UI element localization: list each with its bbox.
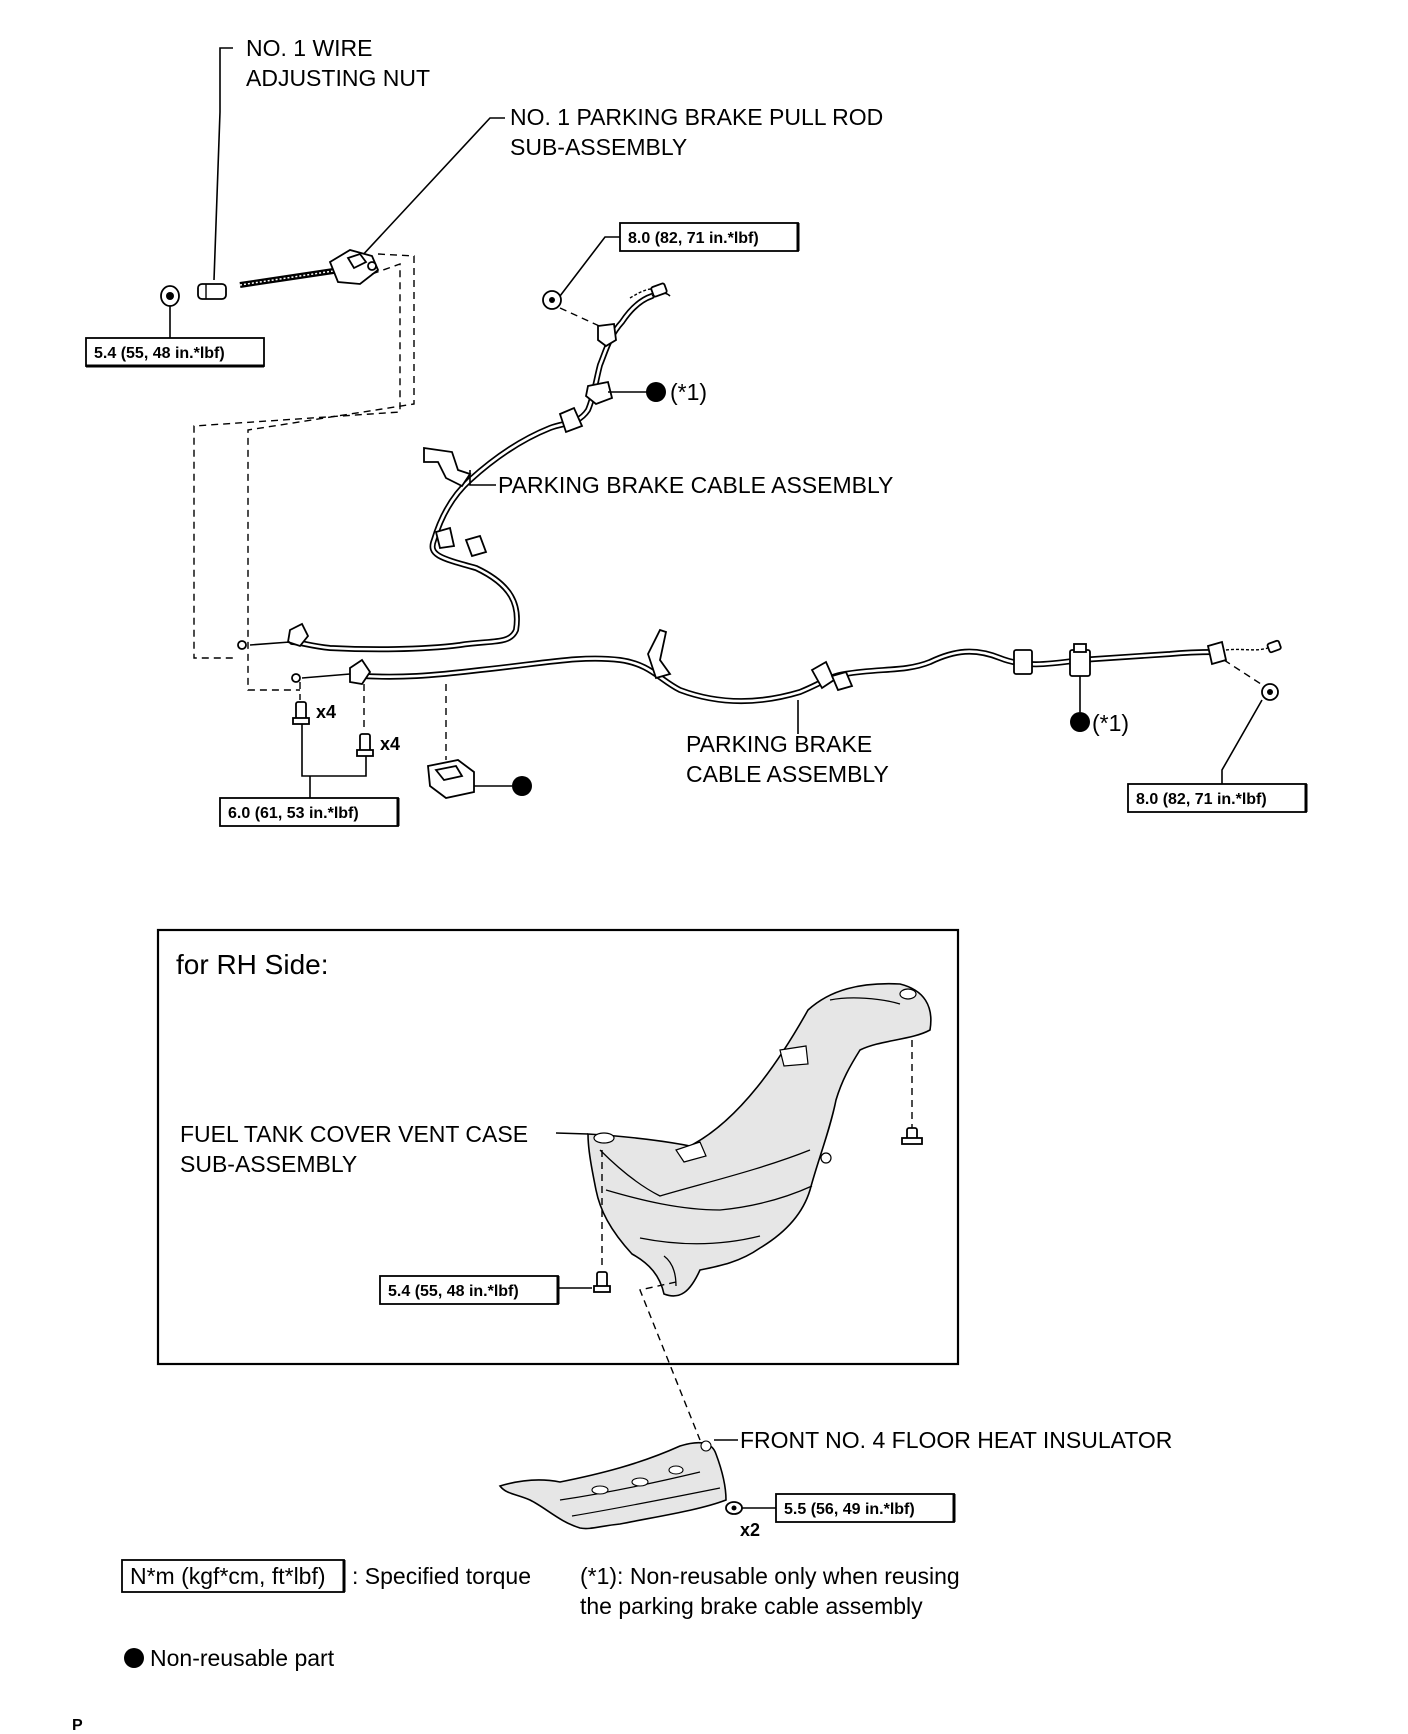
legend-nonreusable-dot-icon — [124, 1648, 144, 1668]
legend-nonreusable-text: Non-reusable part — [150, 1645, 335, 1671]
torque-top-cable-text: 8.0 (82, 71 in.*lbf) — [628, 230, 759, 247]
rh-side-title: for RH Side: — [176, 949, 329, 980]
torque-right-cable-text: 8.0 (82, 71 in.*lbf) — [1136, 791, 1267, 808]
qty-x4-right: x4 — [380, 734, 400, 754]
top-cable-bolt-icon — [542, 290, 562, 310]
legend-note-line2: the parking brake cable assembly — [580, 1593, 923, 1619]
top-bolt-dash — [559, 307, 609, 331]
qty-x4-left: x4 — [316, 702, 336, 722]
wire-adjusting-nut-callout: NO. 1 WIRE ADJUSTING NUT — [213, 35, 430, 281]
nut-icon — [160, 285, 180, 307]
nonreusable-dot-icon-3 — [512, 776, 532, 796]
wire-nut-label-line1: NO. 1 WIRE — [246, 35, 373, 61]
pull-rod-dashed-guides — [193, 253, 415, 691]
vent-case-icon — [587, 982, 932, 1297]
upper-cable-callout: PARKING BRAKE CABLE ASSEMBLY — [469, 470, 893, 498]
heat-insulator-icon — [498, 1440, 727, 1530]
pull-rod-label-line2: SUB-ASSEMBLY — [510, 134, 687, 160]
upper-cable — [237, 282, 671, 653]
legend-torque-desc: : Specified torque — [352, 1563, 531, 1589]
right-bolt-dash — [1223, 659, 1265, 687]
pull-rod-icon — [239, 249, 380, 288]
torque-vent-case-text: 5.4 (55, 48 in.*lbf) — [388, 1283, 519, 1300]
nonreusable-mark-upper: (*1) — [608, 379, 707, 405]
vent-case-label-line2: SUB-ASSEMBLY — [180, 1151, 357, 1177]
torque-box-right-cable: 8.0 (82, 71 in.*lbf) — [1127, 699, 1308, 813]
qty-x2: x2 — [740, 1520, 760, 1540]
bracket-bolts-group: x4 x4 — [292, 682, 400, 798]
bolt-icon — [292, 701, 310, 725]
vent-right-bolt — [901, 1040, 923, 1145]
vent-case-callout: FUEL TANK COVER VENT CASE SUB-ASSEMBLY — [180, 1121, 589, 1177]
legend-torque-box — [121, 1559, 345, 1593]
nonreusable-dot-icon — [646, 382, 666, 402]
note-ref-upper: (*1) — [670, 379, 707, 405]
torque-box-pull-rod-nut: 5.4 (55, 48 in.*lbf) — [85, 306, 265, 368]
cable-clip-icon — [427, 684, 532, 799]
torque-pull-rod-nut-text: 5.4 (55, 48 in.*lbf) — [94, 345, 225, 362]
vent-left-bolt — [593, 1150, 611, 1293]
torque-box-bracket-bolts: 6.0 (61, 53 in.*lbf) — [219, 797, 400, 827]
lower-cable-label-line2: CABLE ASSEMBLY — [686, 761, 889, 787]
bolt-icon-2 — [356, 733, 374, 757]
heat-insulator-label: FRONT NO. 4 FLOOR HEAT INSULATOR — [740, 1427, 1172, 1453]
nonreusable-mark-lower: (*1) — [1070, 676, 1129, 736]
upper-cable-label: PARKING BRAKE CABLE ASSEMBLY — [498, 472, 893, 498]
adjusting-nut-icon — [197, 283, 227, 300]
torque-box-vent-case: 5.4 (55, 48 in.*lbf) — [379, 1275, 592, 1305]
lower-cable — [291, 628, 1282, 705]
right-cable-bolt-icon — [1261, 683, 1279, 701]
pull-rod-label-line1: NO. 1 PARKING BRAKE PULL ROD — [510, 104, 883, 130]
lower-cable-label-line1: PARKING BRAKE — [686, 731, 872, 757]
corner-mark: P — [72, 1717, 83, 1734]
vent-to-insulator-dash — [639, 1281, 701, 1441]
wire-nut-label-line2: ADJUSTING NUT — [246, 65, 430, 91]
pull-rod-callout: NO. 1 PARKING BRAKE PULL ROD SUB-ASSEMBL… — [359, 104, 883, 259]
note-ref-lower: (*1) — [1092, 710, 1129, 736]
torque-insulator-nut-text: 5.5 (56, 49 in.*lbf) — [784, 1501, 915, 1518]
insulator-nut-group: x2 5.5 (56, 49 in.*lbf) — [725, 1493, 956, 1540]
legend-torque-unit: N*m (kgf*cm, ft*lbf) — [130, 1563, 326, 1589]
legend-note-line1: (*1): Non-reusable only when reusing — [580, 1563, 960, 1589]
torque-box-top-cable: 8.0 (82, 71 in.*lbf) — [559, 222, 800, 297]
torque-bracket-bolts-text: 6.0 (61, 53 in.*lbf) — [228, 805, 359, 822]
legend: N*m (kgf*cm, ft*lbf) : Specified torque … — [121, 1559, 960, 1671]
vent-case-label-line1: FUEL TANK COVER VENT CASE — [180, 1121, 528, 1147]
nonreusable-dot-icon-2 — [1070, 712, 1090, 732]
lower-cable-callout: PARKING BRAKE CABLE ASSEMBLY — [686, 700, 889, 787]
rh-side-panel — [156, 928, 960, 1366]
heat-insulator-callout: FRONT NO. 4 FLOOR HEAT INSULATOR — [714, 1427, 1172, 1453]
